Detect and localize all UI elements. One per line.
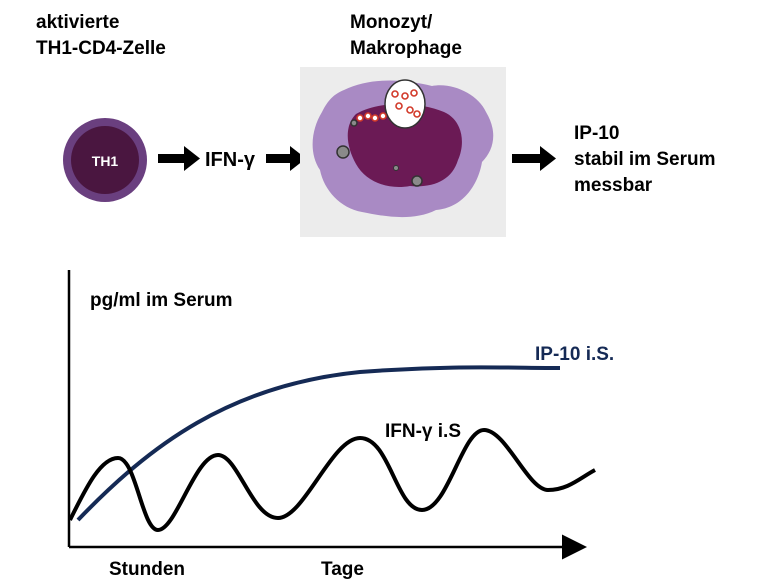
macrophage-label-line2: Makrophage bbox=[350, 38, 462, 59]
ip10-series-label: IP-10 i.S. bbox=[535, 344, 614, 365]
right-arrow-icon bbox=[266, 146, 306, 171]
macrophage-icon bbox=[300, 67, 506, 237]
ip10-result-line1: IP-10 bbox=[574, 123, 620, 144]
ip10-result-line3: messbar bbox=[574, 175, 653, 196]
ifn-gamma-series-label: IFN-γ i.S bbox=[385, 421, 461, 442]
th1-cell-text: TH1 bbox=[92, 153, 119, 169]
right-arrow-icon bbox=[512, 146, 556, 171]
ip10-result-line2: stabil im Serum bbox=[574, 149, 716, 170]
vacuole-icon bbox=[384, 79, 426, 129]
th1-cell-label-line2: TH1-CD4-Zelle bbox=[36, 38, 166, 59]
right-arrow-icon bbox=[158, 146, 200, 171]
ifn-gamma-label: IFN-γ bbox=[205, 149, 255, 171]
x-tick-days: Tage bbox=[321, 559, 364, 580]
ifn-gamma-curve bbox=[68, 427, 596, 533]
th1-cell-label-line1: aktivierte bbox=[36, 12, 120, 33]
th1-cell-icon: TH1 bbox=[63, 118, 147, 202]
x-tick-hours: Stunden bbox=[109, 559, 185, 580]
ip10-curve bbox=[76, 365, 561, 522]
macrophage-label-line1: Monozyt/ bbox=[350, 12, 433, 33]
y-axis-label: pg/ml im Serum bbox=[90, 290, 233, 311]
graph-axes bbox=[67, 270, 587, 560]
